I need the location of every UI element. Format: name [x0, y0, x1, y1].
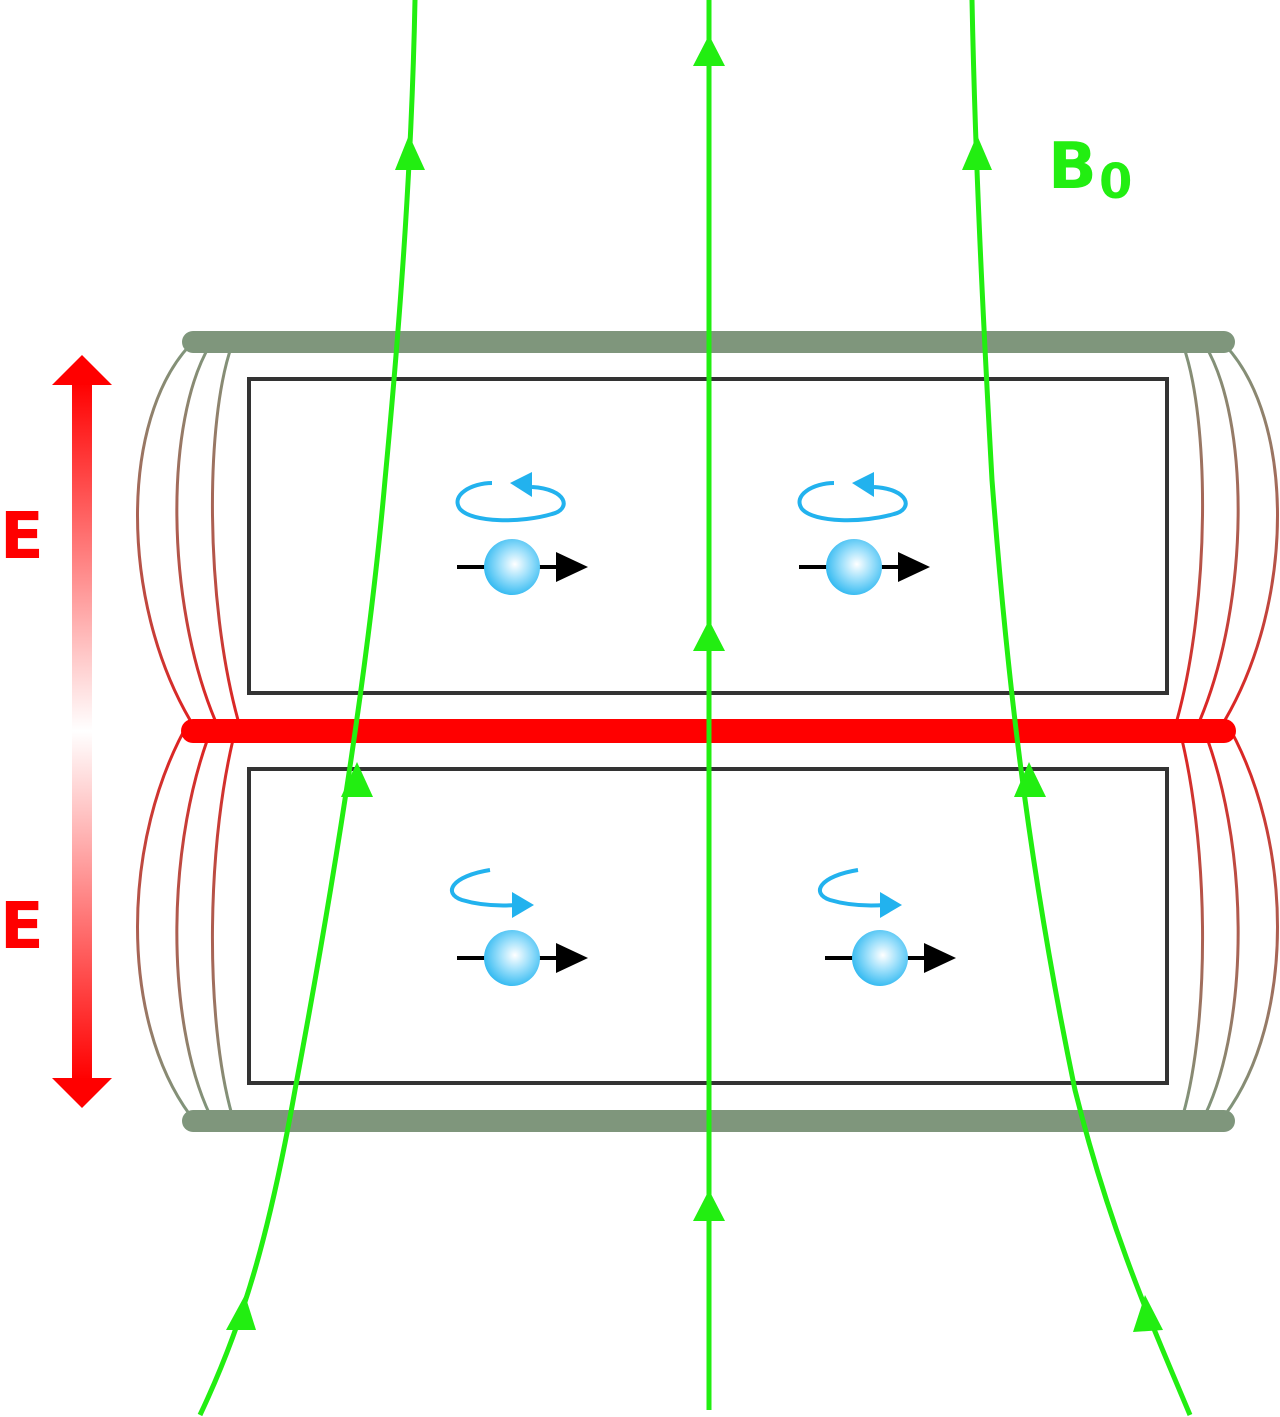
arrowhead-icon — [1014, 762, 1046, 797]
arrowhead-icon — [693, 1190, 725, 1221]
arrow-up-icon — [52, 355, 112, 385]
arrowhead-icon — [962, 135, 992, 170]
b-field-line-right — [969, 0, 1193, 1416]
particle-icon — [852, 930, 908, 986]
b-field-line-left — [197, 0, 418, 1417]
e-field-label-lower: E — [0, 890, 44, 964]
clockwise-spin-icon — [817, 868, 886, 908]
particle-icon — [484, 539, 540, 595]
e-field-label-upper: E — [0, 500, 44, 574]
particle-upper-left — [455, 472, 588, 595]
magnetic-field-lines — [197, 0, 1193, 1417]
arrowhead-icon — [1133, 1295, 1163, 1332]
counterclockwise-spin-icon — [455, 481, 566, 523]
arrowhead-icon — [341, 762, 373, 797]
arrow-down-icon — [52, 1078, 112, 1108]
electric-field-lines — [238, 352, 1156, 1110]
particle-lower-right — [817, 868, 956, 986]
b-field-label: B — [1048, 130, 1097, 204]
arrowhead-icon — [693, 620, 725, 651]
electric-field-double-arrow — [52, 355, 112, 1108]
arrowhead-icon — [693, 35, 725, 66]
particle-upper-right — [797, 472, 930, 595]
particle-icon — [826, 539, 882, 595]
b-field-label-subscript: 0 — [1099, 154, 1132, 210]
arrowhead-icon — [226, 1295, 256, 1330]
arrowhead-icon — [395, 135, 425, 170]
clockwise-spin-icon — [449, 868, 518, 908]
particle-icon — [484, 930, 540, 986]
particle-lower-left — [449, 868, 588, 986]
counterclockwise-spin-icon — [797, 481, 908, 523]
magnetic-field-arrowheads — [226, 35, 1163, 1332]
